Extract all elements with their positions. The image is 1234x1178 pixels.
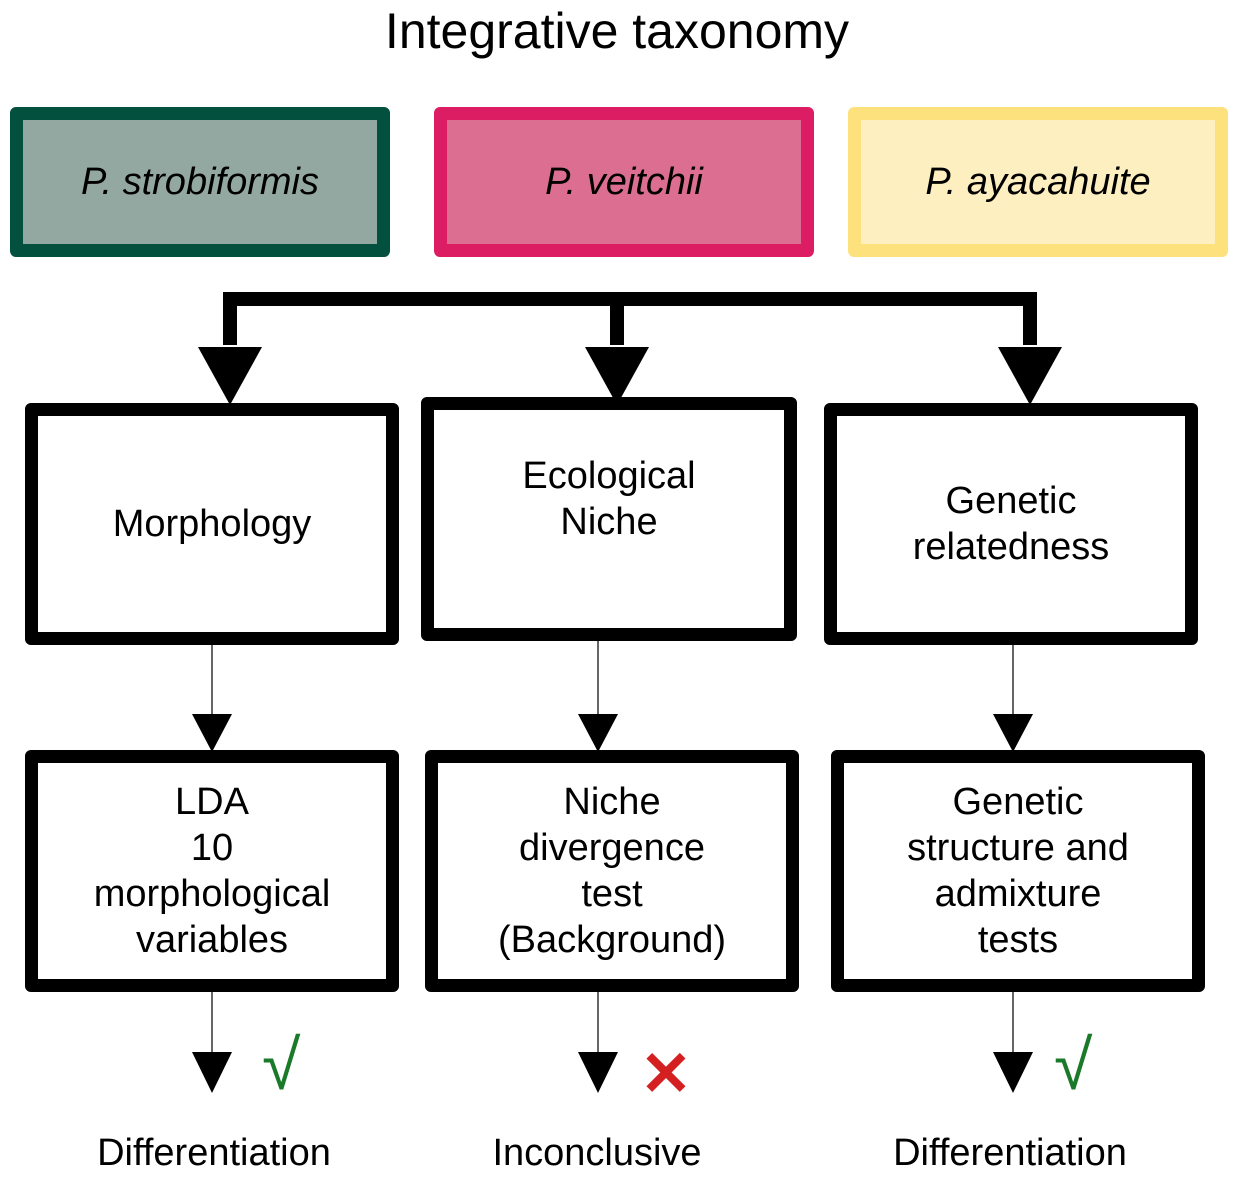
arrowhead: [998, 347, 1062, 405]
bottom-connectors: [192, 992, 1033, 1093]
species-label: P. ayacahuite: [925, 160, 1151, 203]
species-box-strobiformis: P. strobiformis: [10, 107, 390, 257]
evidence-label: Morphology: [112, 503, 312, 545]
arrowhead: [578, 1052, 618, 1093]
arrowhead: [993, 1052, 1033, 1093]
evidence-box-ecological-niche: Ecological Niche: [421, 397, 797, 641]
evidence-label: Genetic relatedness: [912, 480, 1110, 568]
method-box-genetic-structure: Genetic structure and admixture tests: [831, 750, 1205, 992]
outcome-label-niche: Inconclusive: [492, 1132, 702, 1174]
mid-connectors: [192, 640, 1033, 752]
evidence-box-genetic-relatedness: Genetic relatedness: [824, 403, 1198, 645]
species-label: P. strobiformis: [81, 160, 319, 203]
arrowhead: [198, 347, 262, 405]
species-box-ayacahuite: P. ayacahuite: [848, 107, 1228, 257]
arrowhead: [585, 347, 649, 405]
cross-icon: ✕: [640, 1040, 692, 1109]
method-box-lda: LDA 10 morphological variables: [25, 750, 399, 992]
diagram-title: Integrative taxonomy: [384, 3, 850, 59]
outcome-label-genetic: Differentiation: [893, 1132, 1127, 1174]
species-box-veitchii: P. veitchii: [434, 107, 814, 257]
method-box-niche-divergence: Niche divergence test (Background): [425, 750, 799, 992]
method-label: Niche divergence test (Background): [497, 781, 727, 961]
arrowhead: [192, 1052, 232, 1093]
outcome-label-morphology: Differentiation: [97, 1132, 331, 1174]
arrowhead: [192, 714, 232, 752]
method-label: LDA 10 morphological variables: [93, 781, 331, 961]
evidence-label: Ecological Niche: [522, 455, 696, 543]
method-label: Genetic structure and admixture tests: [907, 781, 1129, 961]
check-icon: √: [262, 1026, 301, 1104]
species-label: P. veitchii: [545, 160, 703, 203]
check-icon: √: [1054, 1026, 1093, 1104]
arrowhead: [993, 714, 1033, 752]
top-connector: [198, 292, 1062, 405]
arrowhead: [578, 714, 618, 752]
evidence-box-morphology: Morphology: [25, 403, 399, 645]
